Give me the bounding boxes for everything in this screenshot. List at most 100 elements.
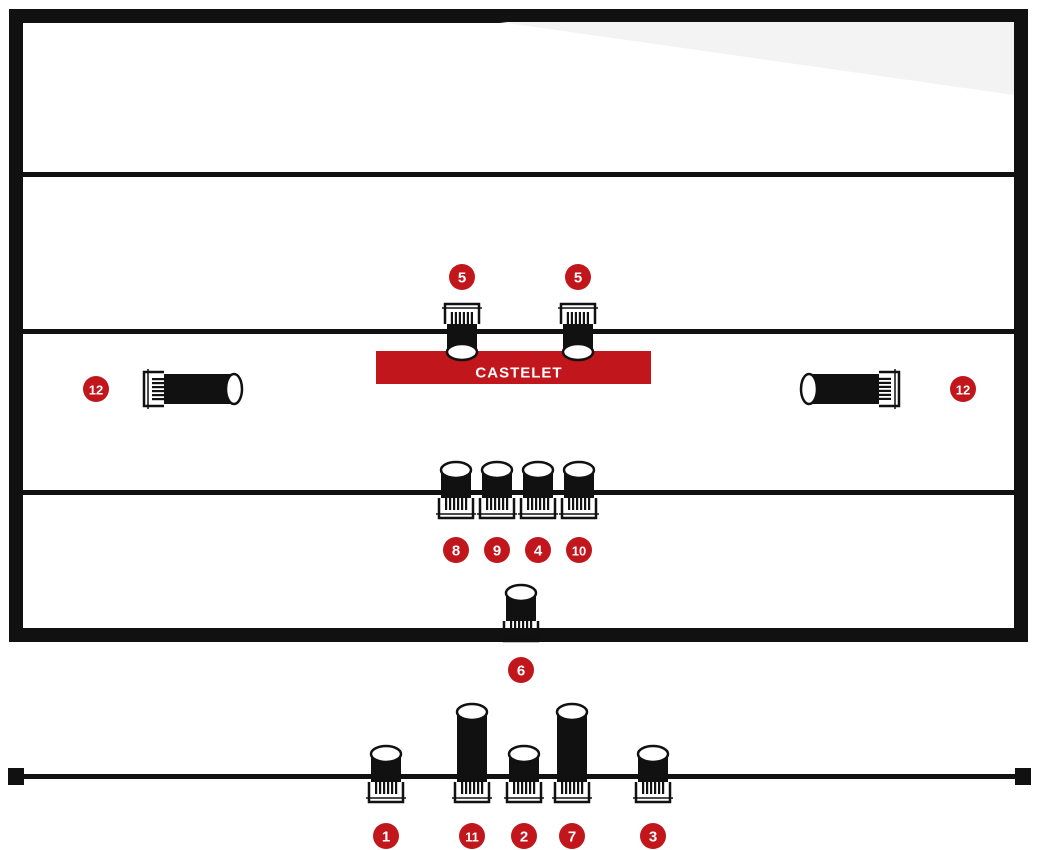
fixture-fin bbox=[579, 312, 581, 326]
fixture-lens bbox=[564, 462, 594, 478]
stage-frame bbox=[16, 16, 1021, 635]
fixture-fin bbox=[467, 312, 469, 326]
fixture-number-badge: 12 bbox=[83, 376, 109, 402]
fixture-neck bbox=[509, 615, 533, 621]
fixture-lens bbox=[509, 746, 539, 762]
fixture-fin bbox=[530, 619, 532, 633]
fixture-lens bbox=[441, 462, 471, 478]
fixture-f7[interactable] bbox=[552, 704, 592, 802]
fixture-number: 6 bbox=[517, 663, 525, 680]
fixture-fin bbox=[469, 780, 471, 794]
fixture-fin bbox=[576, 496, 578, 510]
fixture-fin bbox=[877, 398, 891, 400]
fixture-number-badge: 11 bbox=[459, 823, 485, 849]
fixture-number-badge: 10 bbox=[566, 537, 592, 563]
fixture-fin bbox=[575, 312, 577, 326]
fixture-fin bbox=[517, 780, 519, 794]
fixture-fin bbox=[654, 780, 656, 794]
fixture-fin bbox=[453, 496, 455, 510]
fixture-lens bbox=[563, 344, 593, 360]
fixture-number-badge: 2 bbox=[511, 823, 537, 849]
fixture-fin bbox=[877, 390, 891, 392]
fixture-number-badge: 8 bbox=[443, 537, 469, 563]
foh-pipe-end-left bbox=[8, 768, 24, 785]
fixture-neck bbox=[567, 492, 591, 498]
fixture-number: 11 bbox=[465, 830, 479, 845]
fixture-f3[interactable] bbox=[633, 746, 673, 802]
castelet-label: CASTELET bbox=[475, 365, 562, 382]
fixture-number: 12 bbox=[89, 383, 103, 398]
fixture-f1[interactable] bbox=[366, 746, 406, 802]
fixture-number: 4 bbox=[534, 543, 543, 560]
fixture-yoke bbox=[507, 782, 541, 802]
fixture-fin bbox=[539, 496, 541, 510]
fixture-number-badge: 7 bbox=[559, 823, 585, 849]
fixture-number-badge: 6 bbox=[508, 657, 534, 683]
fixture-neck bbox=[164, 377, 170, 401]
fixture-number: 9 bbox=[493, 543, 501, 560]
fixture-neck bbox=[374, 776, 398, 782]
fixture-fin bbox=[521, 780, 523, 794]
line-3 bbox=[16, 490, 1021, 495]
fixture-lens bbox=[226, 374, 242, 404]
fixture-fin bbox=[455, 312, 457, 326]
fixture-lens bbox=[371, 746, 401, 762]
fixture-fin bbox=[571, 312, 573, 326]
fixture-number: 7 bbox=[568, 829, 576, 846]
fixture-number: 8 bbox=[452, 543, 460, 560]
fixture-fin bbox=[580, 496, 582, 510]
fixture-fin bbox=[529, 780, 531, 794]
fixture-fin bbox=[391, 780, 393, 794]
fixture-fin bbox=[490, 496, 492, 510]
fixture-fin bbox=[577, 780, 579, 794]
fixture-fin bbox=[588, 496, 590, 510]
line-2 bbox=[16, 329, 1021, 334]
fixture-yoke bbox=[555, 782, 589, 802]
fixture-f2[interactable] bbox=[504, 746, 544, 802]
fixture-fin bbox=[461, 496, 463, 510]
fixture-fin bbox=[481, 780, 483, 794]
fixture-fin bbox=[498, 496, 500, 510]
fixture-fin bbox=[533, 780, 535, 794]
fixture-fin bbox=[877, 382, 891, 384]
fixture-fin bbox=[451, 312, 453, 326]
fixture-fin bbox=[375, 780, 377, 794]
fixture-fin bbox=[152, 386, 166, 388]
fixture-fin bbox=[510, 619, 512, 633]
fixture-fin bbox=[522, 619, 524, 633]
fixture-number: 10 bbox=[572, 544, 586, 559]
fixture-fin bbox=[572, 496, 574, 510]
fixture-neck bbox=[566, 324, 590, 330]
fixture-body bbox=[557, 712, 587, 782]
fixture-fin bbox=[445, 496, 447, 510]
fixture-fin bbox=[473, 780, 475, 794]
fixture-fin bbox=[581, 780, 583, 794]
fixture-fin bbox=[461, 780, 463, 794]
fixture-yoke bbox=[369, 782, 403, 802]
fixture-lens bbox=[457, 704, 487, 720]
fixture-fin bbox=[502, 496, 504, 510]
fixture-fin bbox=[457, 496, 459, 510]
fixture-neck bbox=[485, 492, 509, 498]
fixture-fin bbox=[152, 382, 166, 384]
fixture-fin bbox=[463, 312, 465, 326]
fixture-fin bbox=[526, 619, 528, 633]
fixture-fin bbox=[877, 378, 891, 380]
fixture-number-badge: 3 bbox=[640, 823, 666, 849]
fixture-number: 5 bbox=[574, 270, 582, 287]
fixture-fin bbox=[465, 496, 467, 510]
fixture-neck bbox=[641, 776, 665, 782]
fixture-number: 3 bbox=[649, 829, 657, 846]
fixture-number-badge: 9 bbox=[484, 537, 510, 563]
fixture-fin bbox=[877, 394, 891, 396]
fixture-fin bbox=[471, 312, 473, 326]
fixture-fin bbox=[587, 312, 589, 326]
fixture-fin bbox=[152, 390, 166, 392]
fixture-body bbox=[457, 712, 487, 782]
fixture-fin bbox=[486, 496, 488, 510]
foh-pipe-end-right bbox=[1015, 768, 1031, 785]
fixture-neck bbox=[526, 492, 550, 498]
fixture-lens bbox=[638, 746, 668, 762]
fixture-f11[interactable] bbox=[452, 704, 492, 802]
fixture-fin bbox=[525, 780, 527, 794]
